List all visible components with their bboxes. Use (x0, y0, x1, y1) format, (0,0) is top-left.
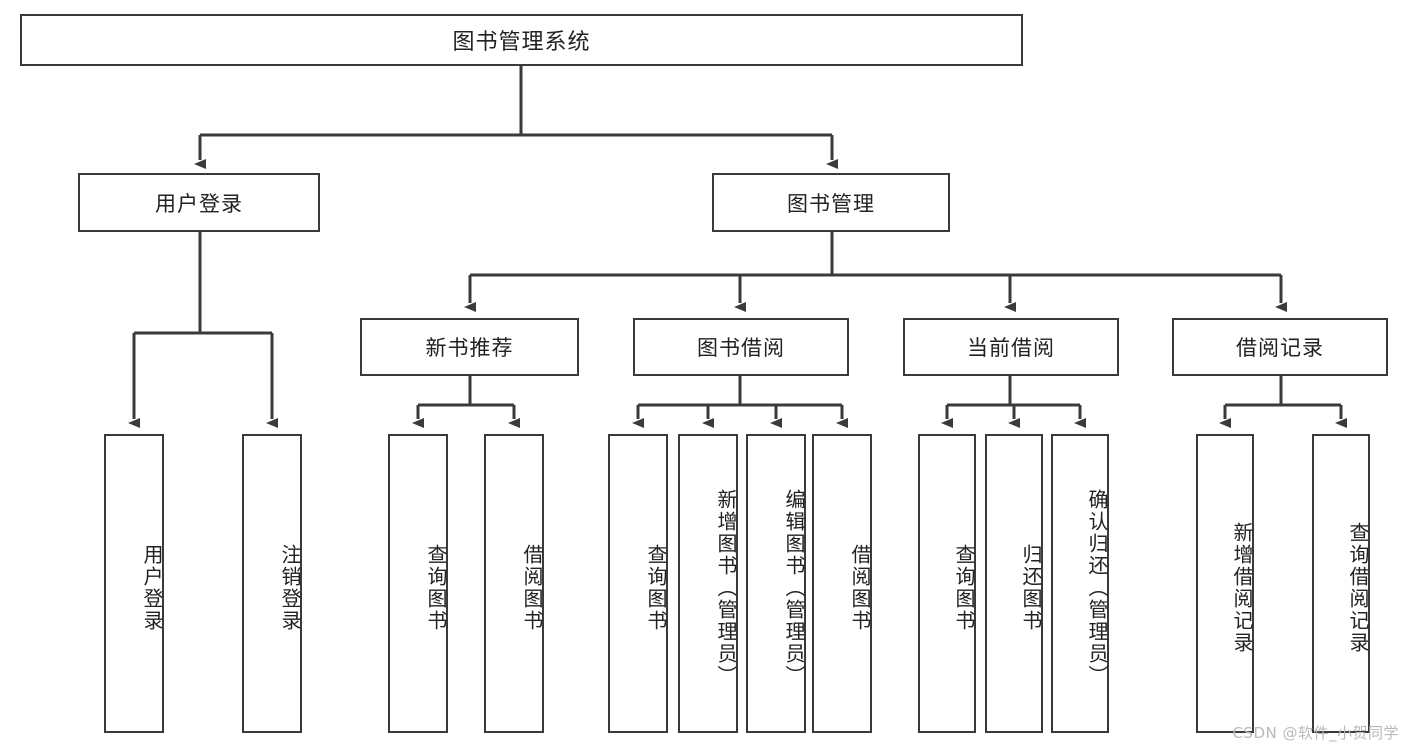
leaf-user-login[interactable]: 用户登录 (104, 434, 164, 733)
leaf-edit-book-admin[interactable]: 编辑图书（管理员） (746, 434, 806, 733)
node-user-login[interactable]: 用户登录 (78, 173, 320, 232)
leaf-query-book-current[interactable]: 查询图书 (918, 434, 976, 733)
leaf-query-book-borrow[interactable]: 查询图书 (608, 434, 668, 733)
leaf-logout-login[interactable]: 注销登录 (242, 434, 302, 733)
csdn-watermark: CSDN @软件_小贺同学 (1232, 724, 1399, 742)
leaf-return-book[interactable]: 归还图书 (985, 434, 1043, 733)
leaf-add-borrow-record[interactable]: 新增借阅记录 (1196, 434, 1254, 733)
leaf-add-book-admin[interactable]: 新增图书（管理员） (678, 434, 738, 733)
node-new-book-recommend[interactable]: 新书推荐 (360, 318, 579, 376)
leaf-confirm-return-admin[interactable]: 确认归还（管理员） (1051, 434, 1109, 733)
leaf-query-borrow-record[interactable]: 查询借阅记录 (1312, 434, 1370, 733)
node-current-borrow[interactable]: 当前借阅 (903, 318, 1119, 376)
node-book-management[interactable]: 图书管理 (712, 173, 950, 232)
node-borrow-record[interactable]: 借阅记录 (1172, 318, 1388, 376)
leaf-borrow-book[interactable]: 借阅图书 (812, 434, 872, 733)
leaf-query-book-recommend[interactable]: 查询图书 (388, 434, 448, 733)
node-root[interactable]: 图书管理系统 (20, 14, 1023, 66)
leaf-borrow-book-recommend[interactable]: 借阅图书 (484, 434, 544, 733)
node-book-borrow[interactable]: 图书借阅 (633, 318, 849, 376)
